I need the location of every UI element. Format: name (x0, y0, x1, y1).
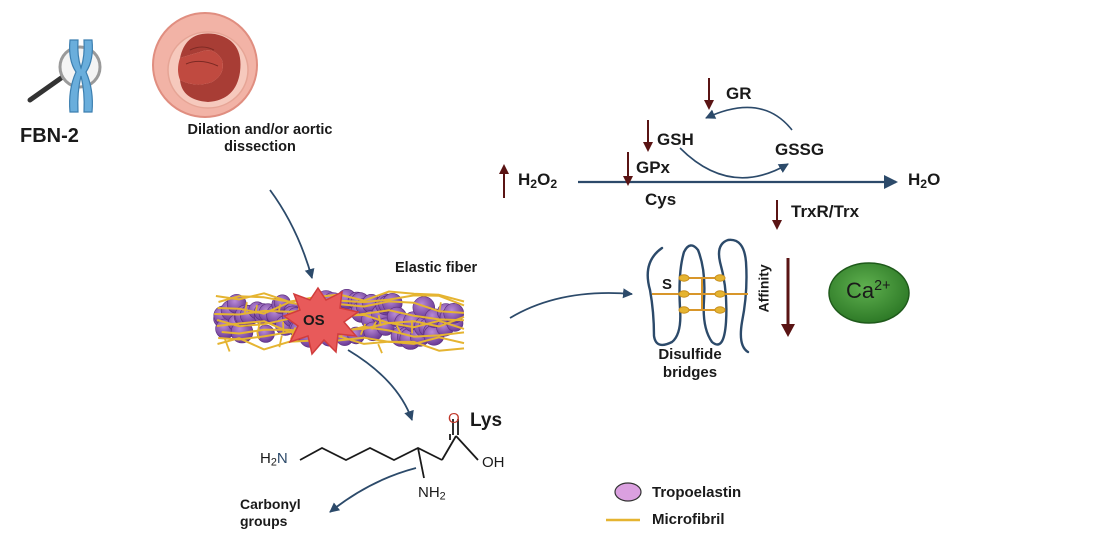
disulfide-label-line1: Disulfide (658, 346, 722, 363)
disulfide-label: Disulfide bridges (630, 346, 750, 382)
gr-label: GR (726, 84, 752, 103)
os-burst-icon (282, 286, 360, 356)
elastic-fiber-label: Elastic fiber (395, 260, 478, 276)
trxr-trx-label: TrxR/Trx (791, 202, 860, 221)
dilation-label-line2: dissection (224, 139, 296, 156)
carbonyl-label-line1: Carbonyl (240, 496, 301, 512)
arrow-fiber-to-protein (509, 288, 633, 319)
lysine-molecule (299, 419, 479, 479)
calcium-ion-icon (828, 262, 910, 324)
dilation-label-line1: Dilation and/or aortic (187, 122, 333, 138)
legend-tropoelastin-label: Tropoelastin (652, 484, 742, 501)
carbonyl-label: Carbonyl groups (240, 496, 301, 530)
legend-tropoelastin-swatch (614, 482, 642, 502)
amine-nh2-label: NH2 (418, 484, 446, 503)
arrow-fiber-to-lys (347, 349, 414, 421)
chromosome-magnifier-icon (27, 39, 102, 113)
fbn2-label: FBN-2 (20, 125, 79, 147)
lys-label: Lys (470, 410, 503, 431)
carbonyl-oxygen: O (448, 410, 460, 427)
arrow-lys-to-carbonyl (329, 467, 417, 513)
gsh-label: GSH (657, 130, 694, 149)
arrow-aorta-to-fiber (269, 189, 315, 279)
disulfide-label-line2: bridges (662, 364, 718, 381)
amine-h2n-label: H2N (260, 450, 288, 469)
sulfur-label: S (662, 276, 673, 293)
disulfide-protein-icon (646, 238, 750, 354)
os-label: OS (303, 312, 325, 329)
carbonyl-label-line2: groups (240, 512, 288, 529)
hydroxyl-label: OH (482, 454, 505, 471)
cycle-arrow-gsh-to-gssg (679, 147, 789, 179)
affinity-label: Affinity (755, 264, 772, 313)
h2o2-label: H2O2 (518, 170, 558, 192)
legend-microfibril-label: Microfibril (652, 511, 725, 528)
gpx-label: GPx (636, 158, 671, 177)
gssg-label: GSSG (775, 140, 825, 159)
calcium-label: Ca2+ (846, 278, 891, 303)
cycle-arrow-gssg-to-gsh (705, 106, 793, 131)
aortic-cross-section-icon (152, 12, 258, 118)
h2o-label: H2O (908, 170, 941, 192)
dilation-label: Dilation and/or aortic dissection (150, 122, 370, 157)
cys-label: Cys (645, 190, 677, 209)
